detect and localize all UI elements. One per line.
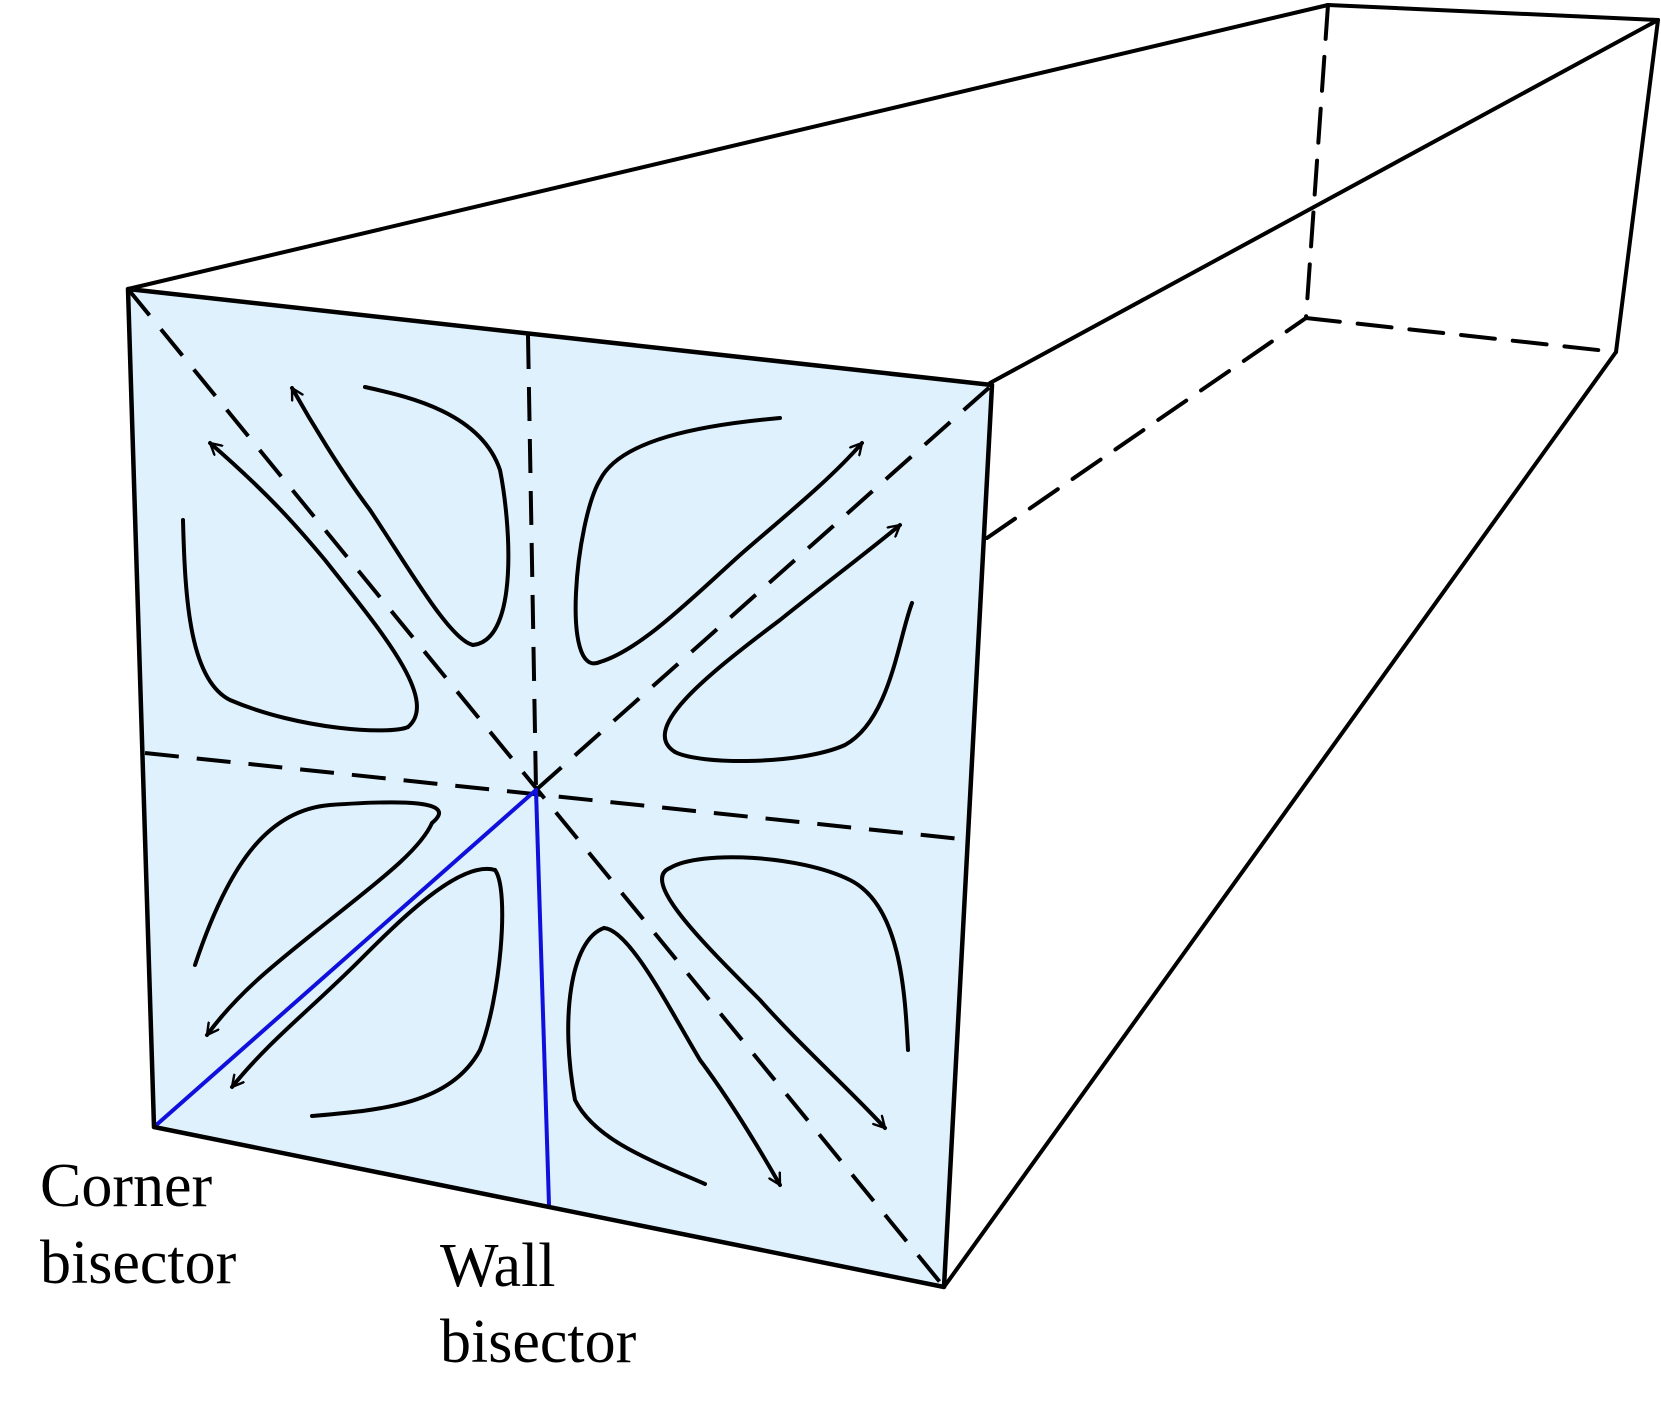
labels: Corner bisector Wall bisector xyxy=(40,1152,637,1376)
duct-top-left-edge xyxy=(126,3,1330,291)
duct-right-back-edge xyxy=(1614,18,1660,354)
secondary-flow-vortices xyxy=(181,385,914,1187)
duct-front-face-outline xyxy=(125,286,995,1290)
streamline-arrow xyxy=(598,441,864,664)
streamline-arrow xyxy=(662,523,902,754)
wall-bisector-horizontal xyxy=(144,751,971,842)
streamline-arrow xyxy=(290,386,475,647)
streamline-arrow xyxy=(181,518,410,733)
highlighted-bisectors xyxy=(152,788,551,1207)
streamline-arrow xyxy=(660,866,887,1130)
wall-bisector-line xyxy=(534,788,551,1207)
duct-top-right-edge xyxy=(988,18,1660,385)
corner-bisector-line xyxy=(152,788,538,1129)
duct-front-face xyxy=(128,289,992,1287)
streamline-arrow xyxy=(363,385,511,647)
hidden-back-bottom-edge xyxy=(1304,316,1618,354)
streamline-arrow xyxy=(205,821,434,1037)
hidden-bottom-left-edge xyxy=(985,316,1308,540)
duct-top-back-edge xyxy=(1326,3,1660,22)
duct-hidden-edges xyxy=(985,3,1618,540)
streamline-arrow xyxy=(668,855,910,1052)
corner-bisector-label-line1: Corner xyxy=(40,1152,213,1220)
corner-bisector-label-line2: bisector xyxy=(40,1229,237,1297)
streamline-arrow xyxy=(208,441,419,729)
streamline-arrow xyxy=(310,868,505,1118)
streamline-arrow xyxy=(602,926,782,1187)
duct-body xyxy=(126,3,1660,1289)
streamline-arrow xyxy=(573,416,782,666)
wall-bisector-label-line1: Wall xyxy=(440,1232,556,1300)
streamline-arrow xyxy=(673,601,914,763)
hidden-back-left-vertical xyxy=(1304,3,1330,320)
wall-bisector-vertical xyxy=(526,334,538,791)
streamline-arrow xyxy=(193,800,441,967)
duct-bottom-right-edge xyxy=(942,350,1618,1289)
streamline-arrow xyxy=(230,866,497,1089)
streamline-arrow xyxy=(566,926,707,1186)
face-bisectors xyxy=(126,287,994,1289)
wall-bisector-label-line2: bisector xyxy=(440,1308,637,1376)
